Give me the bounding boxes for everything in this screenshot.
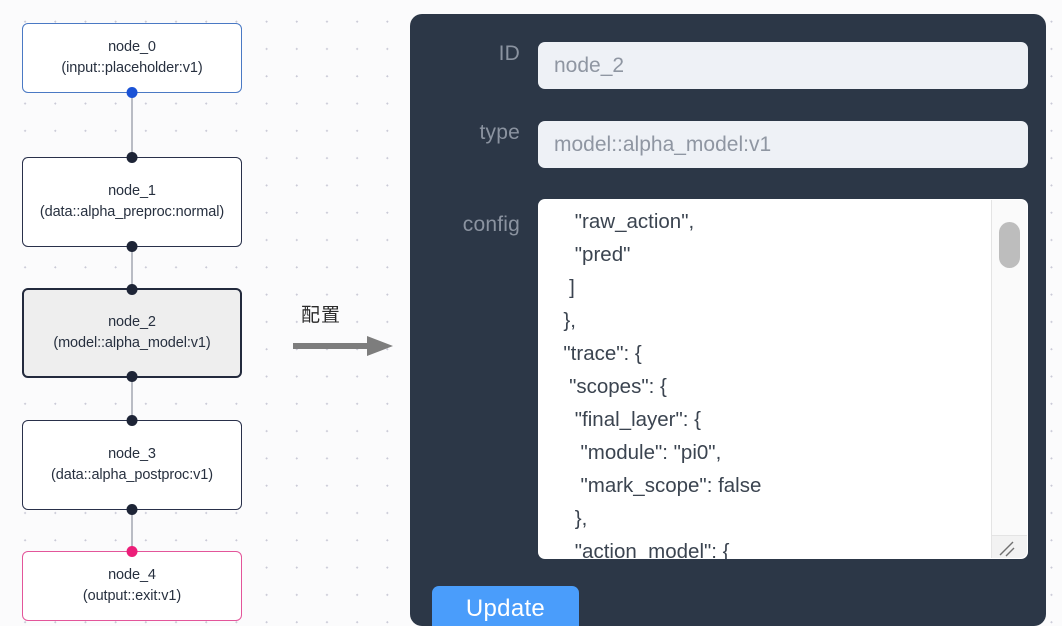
graph-node-node_2[interactable]: node_2 (model::alpha_model:v1) (22, 284, 242, 382)
config-field-row: config "raw_action", "pred" ] }, "trace"… (430, 199, 1028, 559)
node-type-label: (output::exit:v1) (82, 588, 182, 604)
config-scrollbar[interactable] (991, 200, 1027, 537)
resize-handle-icon[interactable] (991, 535, 1027, 558)
node-handle-top[interactable] (126, 415, 138, 426)
id-input[interactable] (538, 42, 1028, 89)
edge-node0-node1 (131, 93, 133, 157)
node-handle-bottom[interactable] (126, 241, 138, 252)
page-footer-space (0, 626, 1062, 643)
graph-node-node_4[interactable]: node_4 (output::exit:v1) (22, 546, 242, 621)
id-field-label: ID (498, 42, 520, 65)
config-scrollbar-thumb[interactable] (999, 222, 1020, 268)
node-id-label: node_2 (108, 313, 156, 330)
config-field-label: config (462, 213, 520, 236)
node-handle-top[interactable] (126, 546, 138, 557)
graph-node-node_1[interactable]: node_1 (data::alpha_preproc:normal) (22, 152, 242, 252)
node-type-label: (input::placeholder:v1) (61, 60, 203, 76)
graph-node-node_3[interactable]: node_3 (data::alpha_postproc:v1) (22, 415, 242, 515)
node-type-label: (data::alpha_preproc:normal) (39, 204, 225, 220)
node-handle-bottom[interactable] (126, 371, 138, 382)
edge-node1-node2 (131, 247, 133, 288)
node-type-label: (model::alpha_model:v1) (53, 335, 211, 351)
type-field-label: type (479, 121, 520, 144)
annotation-label: 配置 (301, 304, 342, 326)
config-annotation: 配置 (293, 300, 403, 362)
node-id-label: node_1 (108, 182, 156, 199)
node-type-label: (data::alpha_postproc:v1) (51, 467, 213, 483)
type-input[interactable] (538, 121, 1028, 168)
config-textarea[interactable]: "raw_action", "pred" ] }, "trace": { "sc… (538, 199, 1028, 559)
node-id-label: node_3 (108, 445, 156, 462)
node-handle-top[interactable] (126, 284, 138, 295)
graph-node-node_0[interactable]: node_0 (input::placeholder:v1) (22, 23, 242, 98)
node-config-panel: ID type config "raw_action", "pred" ] },… (410, 14, 1046, 632)
edge-node2-node3 (131, 378, 133, 420)
right-arrow-icon (293, 336, 393, 356)
update-button[interactable]: Update (432, 586, 579, 632)
config-textarea-wrap: "raw_action", "pred" ] }, "trace": { "sc… (538, 199, 1028, 559)
node-handle-top[interactable] (126, 152, 138, 163)
id-field-row: ID (430, 42, 1028, 89)
node-id-label: node_4 (108, 566, 156, 583)
node-handle-bottom[interactable] (126, 87, 138, 98)
node-handle-bottom[interactable] (126, 504, 138, 515)
edge-node3-node4 (131, 510, 133, 551)
type-field-row: type (430, 121, 1028, 168)
node-id-label: node_0 (108, 38, 156, 55)
